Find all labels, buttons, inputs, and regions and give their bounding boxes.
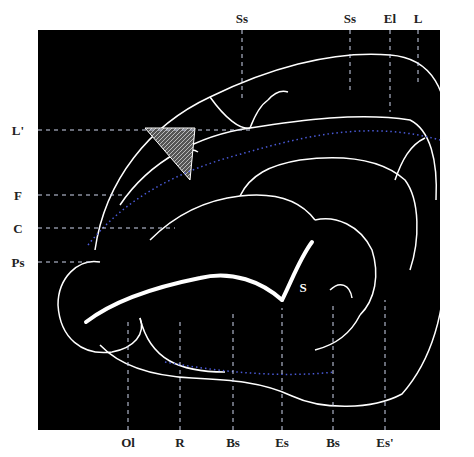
part-label: Ps	[12, 256, 25, 269]
leader-lines	[38, 30, 418, 430]
part-label: R	[175, 436, 184, 449]
part-label: L'	[12, 124, 24, 137]
part-label: Ss	[344, 12, 356, 25]
part-label: Bs	[226, 436, 240, 449]
part-label: Ol	[121, 436, 135, 449]
part-label: Bs	[326, 436, 340, 449]
part-label: Es'	[376, 436, 393, 449]
part-label: El	[384, 12, 396, 25]
shaded-area	[145, 128, 195, 180]
brain-outline	[58, 54, 447, 406]
part-label: C	[13, 222, 22, 235]
fissures	[86, 242, 312, 322]
part-label: L	[414, 12, 423, 25]
part-label: Es	[275, 436, 289, 449]
part-label: Ss	[236, 12, 248, 25]
part-label: F	[14, 189, 22, 202]
dotted-boundary	[88, 131, 440, 375]
part-label: S	[299, 281, 306, 294]
